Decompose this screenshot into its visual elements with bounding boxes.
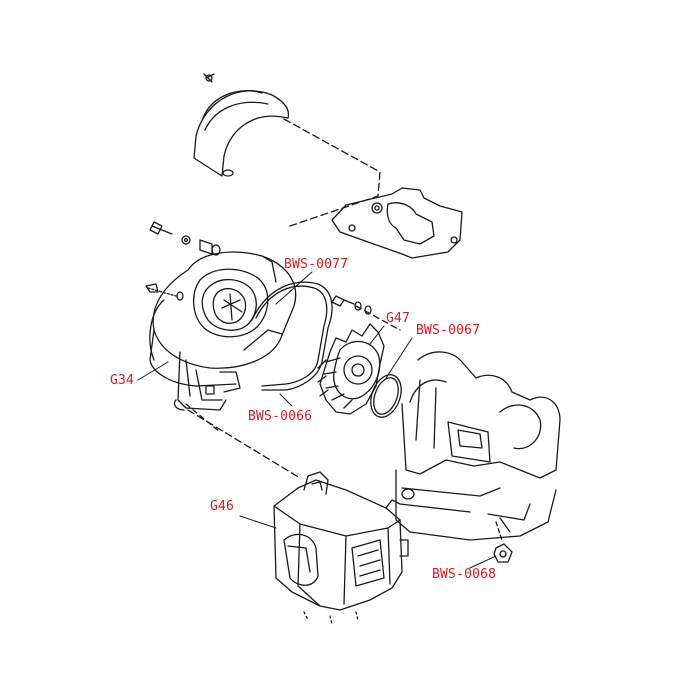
- small-bolt: [493, 521, 513, 563]
- o-ring: [370, 374, 402, 418]
- label-bws-0066: BWS-0066: [248, 409, 313, 424]
- label-g46: G46: [210, 499, 235, 514]
- blower-housing: [149, 251, 297, 411]
- label-bws-0067: BWS-0067: [416, 323, 481, 338]
- upper-curved-guard: [193, 73, 290, 177]
- callout-leaders: [137, 271, 497, 569]
- engine-block: [395, 351, 561, 541]
- gasket-plate: [331, 187, 463, 259]
- screw-set-right: [331, 295, 401, 331]
- label-g34: G34: [110, 373, 135, 388]
- leader-dashed-1: [283, 118, 381, 227]
- lower-air-box: [273, 471, 409, 625]
- leader-dashed-3: [185, 403, 221, 433]
- label-bws-0068: BWS-0068: [432, 567, 497, 582]
- screw-set-upper: [149, 221, 221, 256]
- fuel-hose: [251, 281, 333, 391]
- label-bws-0077: BWS-0077: [284, 257, 349, 272]
- label-g47: G47: [386, 311, 411, 326]
- cooling-fan: [317, 323, 385, 415]
- screw-set-left: [145, 283, 184, 301]
